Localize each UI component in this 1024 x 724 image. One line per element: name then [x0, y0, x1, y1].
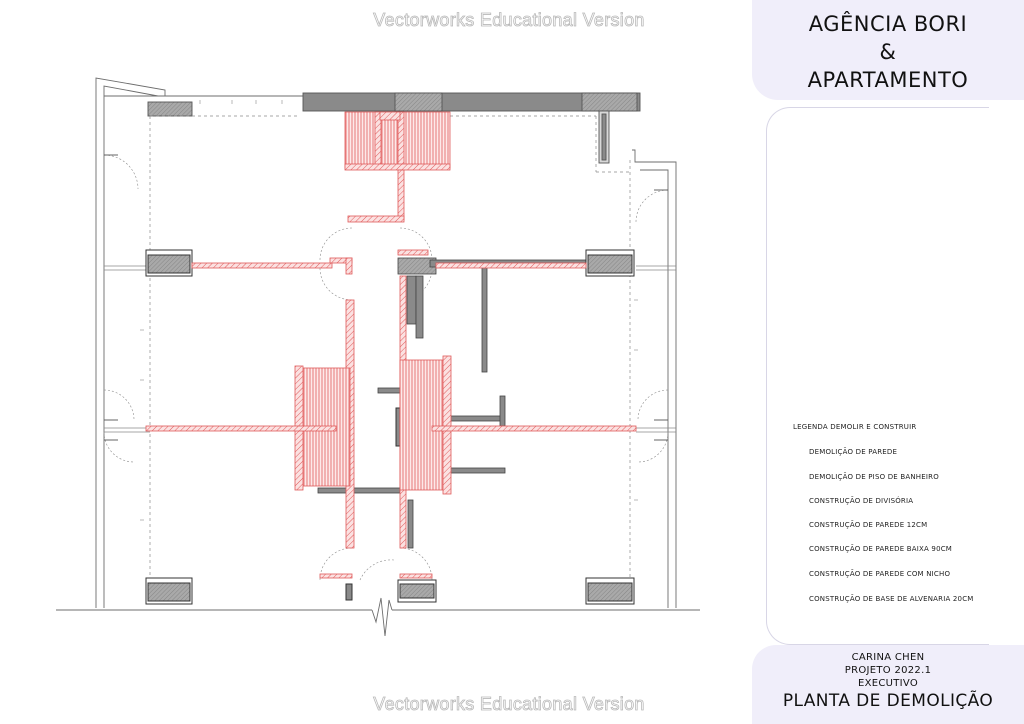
legend-item-demolicao-piso: DEMOLIÇÃO DE PISO DE BANHEIRO [790, 470, 939, 484]
legend-item-label: CONSTRUÇÃO DE PAREDE 12CM [809, 521, 928, 529]
legend-title: LEGENDA DEMOLIR E CONSTRUIR [793, 423, 917, 431]
footer-phase: EXECUTIVO [857, 678, 919, 689]
watermark-top: Vectorworks Educational Version [373, 10, 645, 31]
door-leaves [104, 154, 668, 441]
legend-panel [766, 107, 989, 645]
legend-item-label: CONSTRUÇÃO DE BASE DE ALVENARIA 20CM [809, 595, 974, 603]
footer-author: CARINA CHEN [851, 652, 925, 663]
existing-walls [147, 92, 641, 164]
legend-item-construcao-divisoria: CONSTRUÇÃO DE DIVISÓRIA [790, 494, 913, 508]
sheet-title: PLANTA DE DEMOLIÇÃO [782, 691, 994, 711]
footer-project: PROJETO 2022.1 [844, 665, 932, 676]
title-block: AGÊNCIA BORI & APARTAMENTO [752, 0, 1024, 100]
existing-partitions [317, 257, 591, 549]
legend-item-construcao-base-alvenaria: CONSTRUÇÃO DE BASE DE ALVENARIA 20CM [790, 592, 974, 606]
title-line-3: APARTAMENTO [807, 68, 969, 92]
legend-item-construcao-parede-baixa: CONSTRUÇÃO DE PAREDE BAIXA 90CM [790, 542, 952, 556]
title-line-1: AGÊNCIA BORI [808, 12, 968, 36]
legend-item-label: CONSTRUÇÃO DE DIVISÓRIA [809, 497, 914, 505]
demolition-walls [145, 111, 637, 579]
tick-marks [140, 100, 638, 521]
watermark-bottom: Vectorworks Educational Version [373, 694, 645, 715]
legend-item-construcao-parede-nicho: CONSTRUÇÃO DE PAREDE COM NICHO [790, 567, 950, 581]
legend-item-label: DEMOLIÇÃO DE PAREDE [809, 448, 898, 456]
legend-item-demolicao-parede: DEMOLIÇÃO DE PAREDE [790, 445, 897, 459]
title-line-2: & [879, 40, 897, 64]
legend-item-label: CONSTRUÇÃO DE PAREDE BAIXA 90CM [809, 545, 953, 553]
interior-lines [104, 115, 676, 600]
legend-item-label: CONSTRUÇÃO DE PAREDE COM NICHO [809, 570, 951, 578]
legend-item-label: DEMOLIÇÃO DE PISO DE BANHEIRO [809, 473, 939, 481]
footer-block: CARINA CHEN PROJETO 2022.1 EXECUTIVO PLA… [752, 645, 1024, 724]
legend-item-construcao-parede-12cm: CONSTRUÇÃO DE PAREDE 12CM [790, 518, 927, 532]
